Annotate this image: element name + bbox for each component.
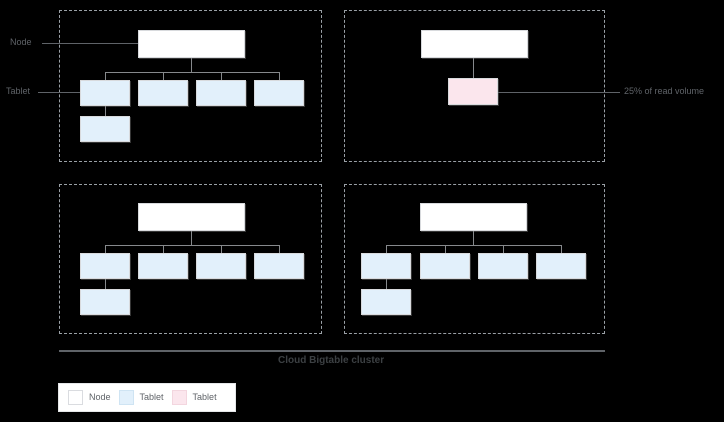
node-swatch-icon [68,390,83,405]
node-panel-bottom-right [344,184,605,334]
tablet-box-top-left-2 [138,80,188,106]
bus-drop-4-top-left [279,72,280,80]
bus-drop-4-bottom-right [561,245,562,253]
bus-drop-1-top-left [105,72,106,80]
tablet-swatch-icon [118,390,134,405]
tablet-box-bottom-right-4 [536,253,586,279]
tablet-box-bottom-left-4 [254,253,304,279]
bus-drop-3-bottom-right [503,245,504,253]
tablet-box-bottom-left-2 [138,253,188,279]
tablet-box-bottom-right-2 [420,253,470,279]
tablet-box-top-left-1 [80,80,130,106]
tablet-box-bottom-left-3 [196,253,246,279]
hot-tablet-annotation-label: 25% of read volume [624,86,705,96]
legend-label-hot-tablet: Tablet [192,392,217,402]
bus-drop-1-bottom-right [386,245,387,253]
hot-tablet-swatch-icon [171,390,187,405]
node-box-top-right [421,30,528,58]
node-to-bus-connector-bottom-right [473,231,474,245]
legend-entry-node: Node [68,390,111,405]
node-annotation-label: Node [10,37,32,47]
tablet-box-top-left-3 [196,80,246,106]
tablet-annotation-leader-line [38,92,80,93]
bus-drop-2-bottom-right [445,245,446,253]
node-box-top-left [138,30,245,58]
hot-tablet-annotation-leader-line [498,92,620,93]
node-panel-top-right [344,10,605,162]
cluster-caption: Cloud Bigtable cluster [278,355,385,366]
tablet-box-bottom-right-5 [361,289,411,315]
tablet-box-bottom-right-1 [361,253,411,279]
legend-entry-tablet: Tablet [118,390,164,405]
tablet-bus-bottom-right [386,245,562,246]
bus-drop-3-top-left [221,72,222,80]
tablet-box-bottom-left-5 [80,289,130,315]
node-to-hot-tablet-connector [473,58,474,78]
node-box-bottom-left [138,203,245,231]
bus-drop-3-bottom-left [221,245,222,253]
tablet-child-connector-bottom-right [386,279,387,289]
tablet-box-top-left-4 [254,80,304,106]
node-to-bus-connector-top-left [191,58,192,72]
legend: Node Tablet Tablet [58,383,236,412]
node-to-bus-connector-bottom-left [191,231,192,245]
legend-label-tablet: Tablet [139,392,164,402]
node-box-bottom-right [420,203,527,231]
bus-drop-4-bottom-left [279,245,280,253]
node-panel-bottom-left [59,184,322,334]
bus-drop-2-bottom-left [163,245,164,253]
tablet-bus-bottom-left [105,245,279,246]
tablet-box-top-left-5 [80,116,130,142]
node-annotation-leader-line [42,43,138,44]
tablet-child-connector-top-left [105,106,106,116]
tablet-box-bottom-left-1 [80,253,130,279]
tablet-box-bottom-right-3 [478,253,528,279]
legend-entry-hot-tablet: Tablet [171,390,217,405]
bus-drop-2-top-left [163,72,164,80]
legend-label-node: Node [89,392,111,402]
hot-tablet-box-top-right [448,78,498,105]
tablet-annotation-label: Tablet [6,86,31,96]
cluster-underline [59,350,605,352]
node-panel-top-left [59,10,322,162]
tablet-child-connector-bottom-left [105,279,106,289]
bus-drop-1-bottom-left [105,245,106,253]
tablet-bus-top-left [105,72,279,73]
